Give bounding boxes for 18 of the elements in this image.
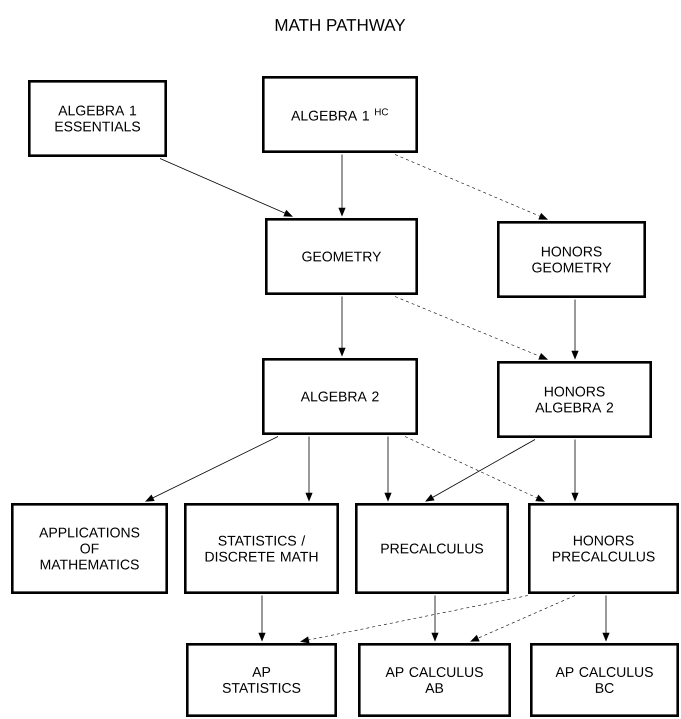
course-box: STATISTICS / DISCRETE MATH: [184, 503, 339, 594]
arrow: [404, 436, 545, 502]
course-box: ALGEBRA 1 ESSENTIALS: [28, 80, 167, 157]
arrow: [470, 595, 576, 642]
course-box: PRECALCULUS: [355, 503, 509, 594]
course-box: HONORS GEOMETRY: [497, 221, 646, 298]
course-box: AP CALCULUS AB: [358, 643, 511, 717]
course-box: APPLICATIONS OF MATHEMATICS: [11, 503, 168, 594]
course-box: GEOMETRY: [265, 218, 418, 295]
course-box: AP CALCULUS BC: [530, 643, 679, 717]
title: MATH PATHWAY: [276, 19, 406, 31]
course-box: ALGEBRA 2: [262, 358, 418, 435]
course-box: ALGEBRA 1 $^{HC}$: [262, 76, 418, 153]
arrow: [394, 296, 548, 360]
course-box: AP STATISTICS: [186, 643, 337, 717]
arrow: [394, 154, 548, 220]
course-box: HONORS ALGEBRA 2: [497, 361, 652, 438]
course-box: HONORS PRECALCULUS: [528, 503, 679, 594]
